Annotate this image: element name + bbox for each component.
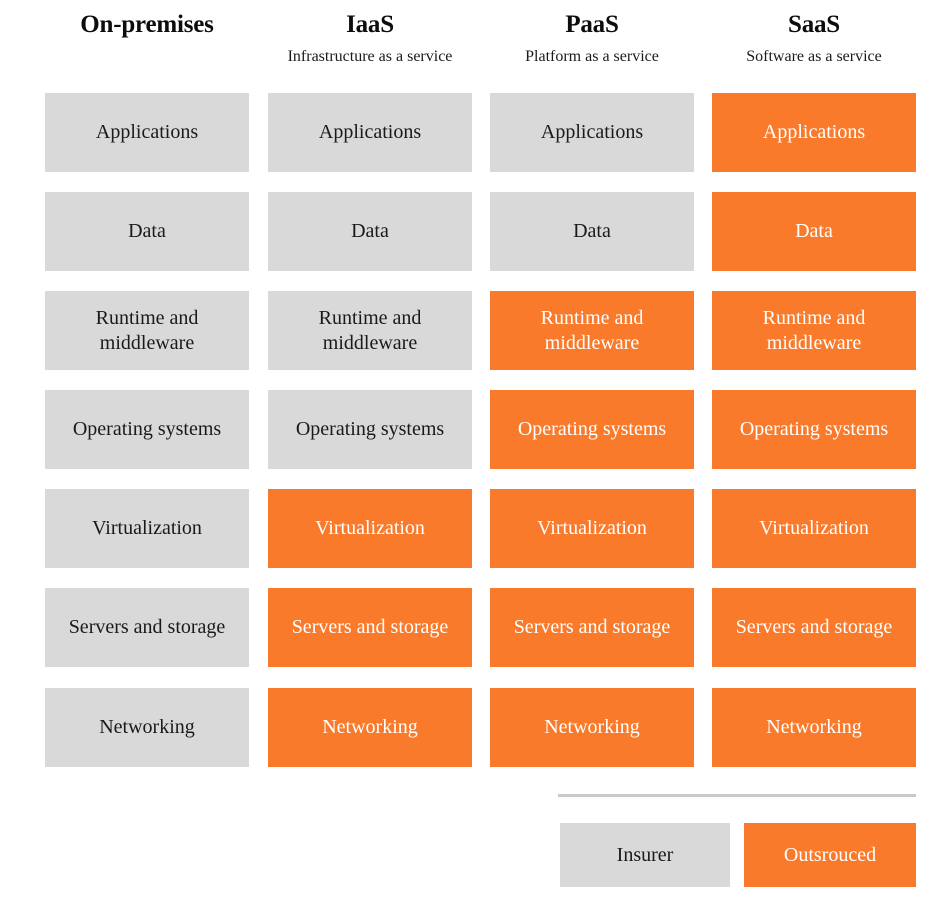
cell-label: Operating systems xyxy=(295,418,445,441)
cell-iaas-servers-and-storage[interactable]: Servers and storage xyxy=(268,588,472,667)
cell-label: Networking xyxy=(544,716,640,739)
cell-label: Networking xyxy=(99,716,195,739)
cell-saas-runtime-and-middleware[interactable]: Runtime and middleware xyxy=(712,291,916,370)
column-header-on-premises: On-premises xyxy=(45,0,249,37)
cell-iaas-data[interactable]: Data xyxy=(268,192,472,271)
cell-iaas-virtualization[interactable]: Virtualization xyxy=(268,489,472,568)
cell-label: Runtime and middleware xyxy=(540,307,644,354)
cell-saas-applications[interactable]: Applications xyxy=(712,93,916,172)
cell-saas-operating-systems[interactable]: Operating systems xyxy=(712,390,916,469)
cell-label: Data xyxy=(795,220,833,243)
cell-label: Applications xyxy=(762,121,866,144)
legend-swatch-outsourced[interactable]: Outsrouced xyxy=(744,823,916,887)
cell-saas-networking[interactable]: Networking xyxy=(712,688,916,767)
column-title-iaas: IaaS xyxy=(346,11,394,38)
cell-on-premises-servers-and-storage[interactable]: Servers and storage xyxy=(45,588,249,667)
legend-label-insurer: Insurer xyxy=(616,843,674,866)
cell-on-premises-data[interactable]: Data xyxy=(45,192,249,271)
cell-on-premises-runtime-and-middleware[interactable]: Runtime and middleware xyxy=(45,291,249,370)
cell-label: Applications xyxy=(95,121,199,144)
cell-label: Networking xyxy=(322,716,418,739)
cell-on-premises-virtualization[interactable]: Virtualization xyxy=(45,489,249,568)
cell-label: Servers and storage xyxy=(735,616,893,639)
cell-label: Runtime and middleware xyxy=(762,307,866,354)
cell-on-premises-applications[interactable]: Applications xyxy=(45,93,249,172)
cell-label: Data xyxy=(573,220,611,243)
legend-label-outsourced: Outsrouced xyxy=(783,843,877,866)
cell-saas-virtualization[interactable]: Virtualization xyxy=(712,489,916,568)
cell-label: Servers and storage xyxy=(291,616,449,639)
cell-saas-data[interactable]: Data xyxy=(712,192,916,271)
cell-label: Operating systems xyxy=(739,418,889,441)
cell-paas-networking[interactable]: Networking xyxy=(490,688,694,767)
cell-iaas-operating-systems[interactable]: Operating systems xyxy=(268,390,472,469)
cell-iaas-networking[interactable]: Networking xyxy=(268,688,472,767)
cell-label: Operating systems xyxy=(72,418,222,441)
cell-label: Applications xyxy=(540,121,644,144)
cell-iaas-runtime-and-middleware[interactable]: Runtime and middleware xyxy=(268,291,472,370)
cell-label: Virtualization xyxy=(92,517,202,540)
cell-on-premises-networking[interactable]: Networking xyxy=(45,688,249,767)
column-header-saas: SaaS Software as a service xyxy=(712,0,916,65)
column-subtitle-saas: Software as a service xyxy=(746,48,882,65)
cell-label: Applications xyxy=(318,121,422,144)
cell-label: Runtime and middleware xyxy=(318,307,422,354)
cell-on-premises-operating-systems[interactable]: Operating systems xyxy=(45,390,249,469)
column-header-paas: PaaS Platform as a service xyxy=(490,0,694,65)
cell-label: Operating systems xyxy=(517,418,667,441)
cell-saas-servers-and-storage[interactable]: Servers and storage xyxy=(712,588,916,667)
cell-paas-runtime-and-middleware[interactable]: Runtime and middleware xyxy=(490,291,694,370)
cell-iaas-applications[interactable]: Applications xyxy=(268,93,472,172)
cell-label: Virtualization xyxy=(537,517,647,540)
cell-label: Runtime and middleware xyxy=(95,307,199,354)
cell-paas-applications[interactable]: Applications xyxy=(490,93,694,172)
column-title-saas: SaaS xyxy=(787,11,840,38)
column-title-on-premises: On-premises xyxy=(80,11,214,38)
cell-paas-servers-and-storage[interactable]: Servers and storage xyxy=(490,588,694,667)
column-title-paas: PaaS xyxy=(565,11,619,38)
cell-paas-virtualization[interactable]: Virtualization xyxy=(490,489,694,568)
cell-paas-data[interactable]: Data xyxy=(490,192,694,271)
column-subtitle-paas: Platform as a service xyxy=(525,48,659,65)
cell-paas-operating-systems[interactable]: Operating systems xyxy=(490,390,694,469)
cell-label: Data xyxy=(128,220,166,243)
cell-label: Virtualization xyxy=(759,517,869,540)
cell-label: Networking xyxy=(766,716,862,739)
cell-label: Servers and storage xyxy=(513,616,671,639)
legend-divider xyxy=(558,794,916,797)
column-header-iaas: IaaS Infrastructure as a service xyxy=(268,0,472,65)
column-subtitle-iaas: Infrastructure as a service xyxy=(287,48,453,65)
cell-label: Data xyxy=(351,220,389,243)
legend-swatch-insurer[interactable]: Insurer xyxy=(560,823,730,887)
cell-label: Virtualization xyxy=(315,517,425,540)
cell-label: Servers and storage xyxy=(68,616,226,639)
